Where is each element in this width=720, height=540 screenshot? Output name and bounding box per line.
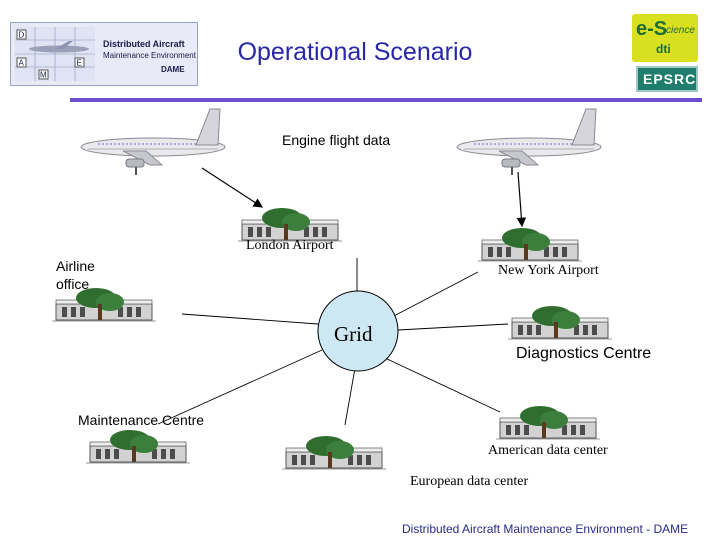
dame-letter-m: M bbox=[40, 71, 47, 80]
line-grid-american bbox=[384, 357, 501, 413]
airplane-icon-right bbox=[456, 108, 602, 176]
label-american-data-center: American data center bbox=[488, 443, 608, 458]
arrow-plane-london bbox=[201, 167, 264, 208]
dame-logo-line3: DAME bbox=[161, 65, 185, 74]
escience-logo-e: e-S bbox=[636, 18, 668, 40]
dame-letter-a: A bbox=[19, 59, 25, 68]
dame-logo-line1: Distributed Aircraft bbox=[103, 39, 185, 49]
footer-text: Distributed Aircraft Maintenance Environ… bbox=[402, 522, 689, 536]
label-new-york-airport: New York Airport bbox=[498, 263, 599, 278]
label-airline-office-line1: Airline bbox=[56, 258, 95, 274]
building-icon-american bbox=[495, 405, 601, 440]
title-underline bbox=[70, 98, 702, 102]
label-london-airport: London Airport bbox=[246, 238, 334, 253]
dame-logo-line2: Maintenance Environment bbox=[103, 51, 196, 60]
page-title: Operational Scenario bbox=[237, 38, 473, 66]
grid-node bbox=[317, 290, 399, 372]
line-grid-airline bbox=[181, 313, 319, 325]
line-grid-maintenance bbox=[157, 349, 323, 425]
escience-logo-dti: dti bbox=[656, 42, 671, 56]
label-grid: Grid bbox=[334, 322, 373, 346]
line-grid-newyork bbox=[389, 271, 479, 319]
epsrc-logo-text: EPSRC bbox=[643, 71, 697, 87]
line-grid-european bbox=[344, 367, 356, 426]
dame-letter-d: D bbox=[19, 31, 25, 40]
dame-grid-icon: D A E M bbox=[15, 27, 95, 81]
label-airline-office-line2: office bbox=[56, 276, 90, 292]
epsrc-logo: EPSRC bbox=[636, 66, 698, 92]
building-icon-maintenance bbox=[85, 429, 191, 464]
building-icon-newyork bbox=[477, 227, 583, 262]
building-icon-european bbox=[281, 435, 387, 470]
dame-logo: D A E M Distributed Aircraft Maintenance… bbox=[10, 22, 198, 86]
airplane-icon-left bbox=[80, 108, 226, 176]
label-engine-flight-data: Engine flight data bbox=[282, 132, 391, 148]
line-grid-diagnostics bbox=[397, 323, 509, 331]
building-icon-diagnostics bbox=[507, 305, 613, 340]
label-european-data-center: European data center bbox=[410, 474, 529, 489]
dame-letter-e: E bbox=[77, 59, 82, 68]
label-diagnostics-centre: Diagnostics Centre bbox=[516, 345, 652, 362]
label-maintenance-centre: Maintenance Centre bbox=[78, 412, 205, 428]
escience-logo-science: cience bbox=[666, 25, 695, 36]
escience-logo: e-S cience dti bbox=[632, 14, 698, 62]
building-icon-airline-office bbox=[51, 287, 157, 322]
arrow-plane-newyork bbox=[516, 171, 527, 228]
building-icon-london bbox=[237, 207, 343, 242]
grid-connections bbox=[157, 258, 509, 426]
